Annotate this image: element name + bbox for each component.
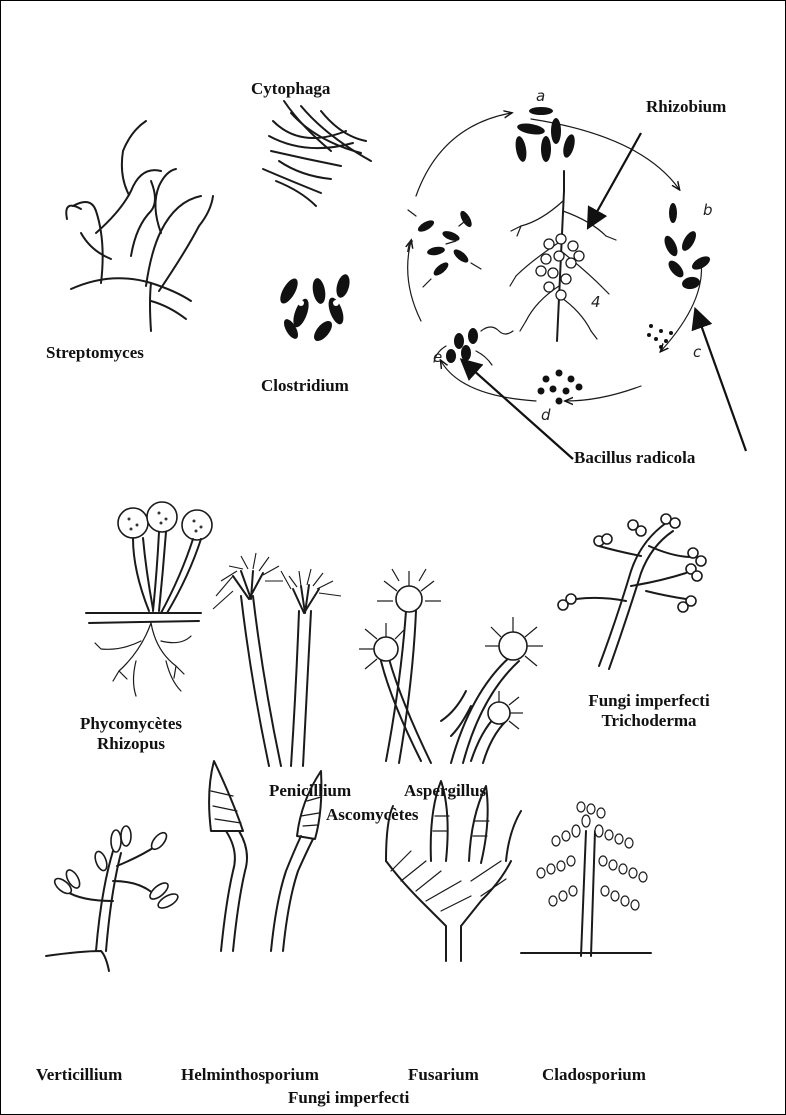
penicillium-drawing (213, 553, 341, 766)
label-penicillium: Penicillium (269, 781, 351, 801)
label-fungi-imperfecti-bottom: Fungi imperfecti (288, 1088, 409, 1108)
cladosporium-drawing (521, 802, 651, 956)
label-fungi-imperfecti-top: Fungi imperfecti (559, 691, 739, 711)
label-cladosporium: Cladosporium (542, 1065, 646, 1085)
label-helminthosporium: Helminthosporium (181, 1065, 319, 1085)
label-aspergillus: Aspergillus (404, 781, 486, 801)
cytophaga-drawing (263, 101, 371, 206)
label-bacillus-radicola: Bacillus radicola (574, 448, 695, 468)
rhizobium-cycle (408, 107, 746, 459)
label-clostridium: Clostridium (261, 376, 349, 396)
cycle-letter-d: d (541, 406, 551, 424)
clostridium-drawing (277, 273, 352, 344)
cycle-letter-a: a (536, 87, 545, 105)
cycle-number-4: 4 (591, 293, 601, 311)
label-ascomycetes: Ascomycètes (326, 805, 419, 825)
trichoderma-drawing (558, 514, 706, 669)
label-phycomycetes-rhizopus: Phycomycètes Rhizopus (61, 714, 201, 753)
cycle-letter-c: c (693, 343, 701, 361)
aspergillus-drawing (359, 569, 543, 763)
label-fungi-trichoderma: Fungi imperfecti Trichoderma (559, 691, 739, 730)
label-fusarium: Fusarium (408, 1065, 479, 1085)
cycle-letter-b: b (703, 201, 713, 219)
label-phycomycetes: Phycomycètes (61, 714, 201, 734)
verticillium-drawing (46, 826, 180, 971)
streptomyces-drawing (66, 121, 213, 331)
label-rhizobium: Rhizobium (646, 97, 726, 117)
label-cytophaga: Cytophaga (251, 79, 330, 99)
label-rhizopus: Rhizopus (61, 734, 201, 754)
rhizopus-drawing (86, 502, 212, 696)
cycle-letter-f: f (406, 238, 411, 256)
label-verticillium: Verticillium (36, 1065, 122, 1085)
label-trichoderma: Trichoderma (559, 711, 739, 731)
label-streptomyces: Streptomyces (46, 343, 144, 363)
cycle-letter-e: e (433, 348, 442, 366)
